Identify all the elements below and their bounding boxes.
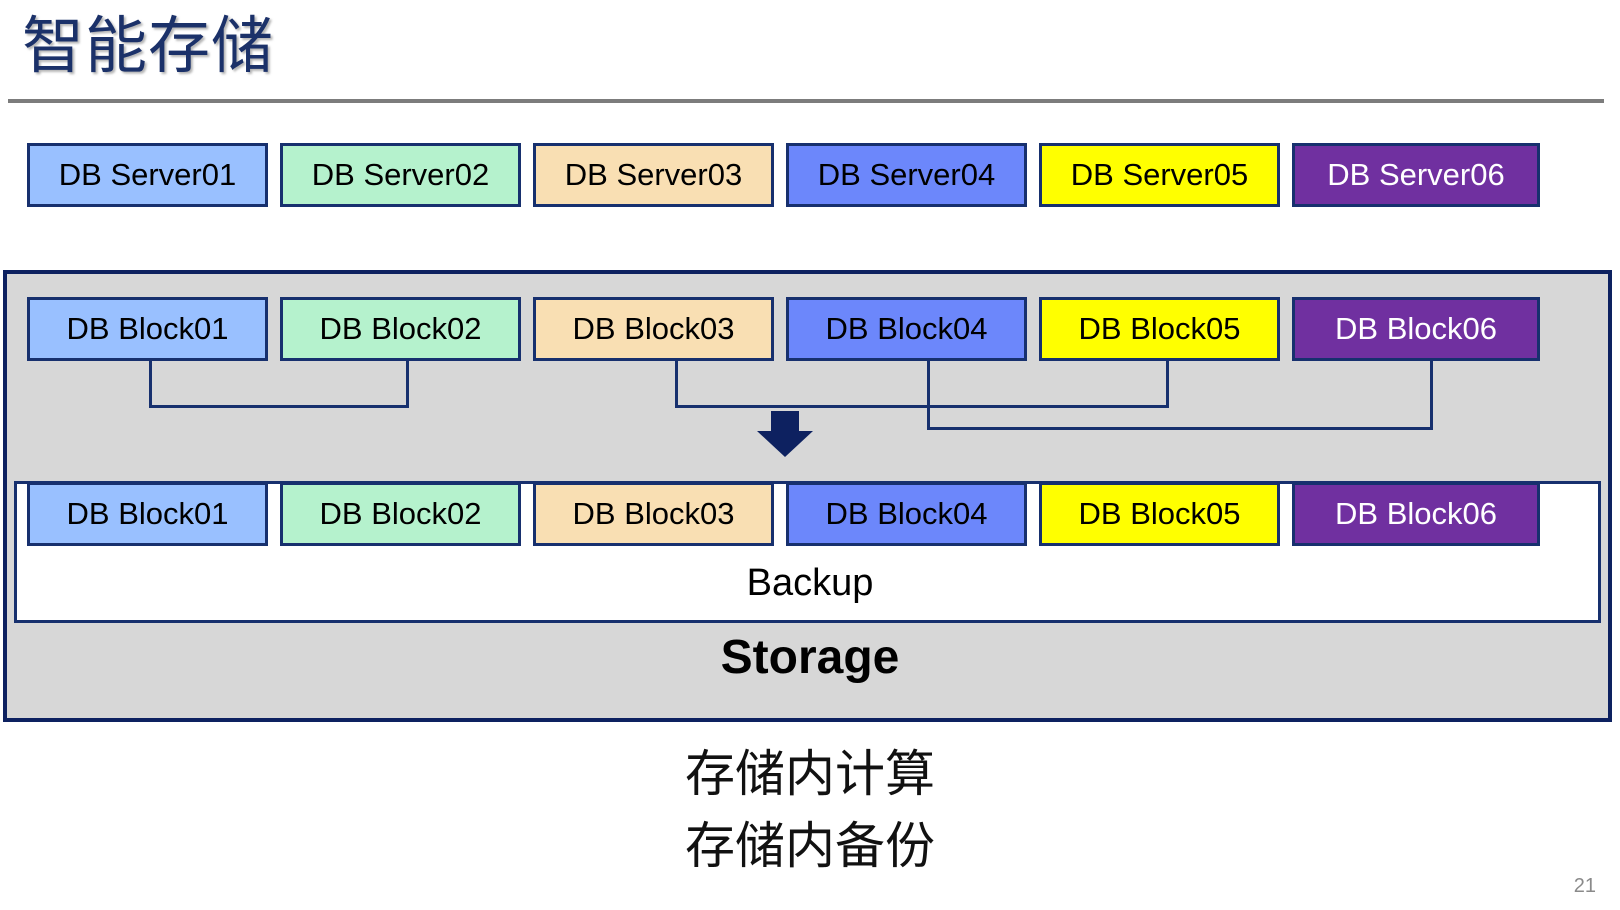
- arrow-shaft: [771, 411, 799, 433]
- db-server-box-1[interactable]: DB Server01: [27, 143, 268, 207]
- bracket-block01-block02-bottom: [149, 405, 409, 408]
- db-block-bottom-box-2[interactable]: DB Block02: [280, 482, 521, 546]
- bracket-block01-block02-right: [406, 361, 409, 405]
- bracket-block03-block05-left: [675, 361, 678, 405]
- db-block-bottom-box-5[interactable]: DB Block05: [1039, 482, 1280, 546]
- db-server-box-2[interactable]: DB Server02: [280, 143, 521, 207]
- caption-block: 存储内计算 存储内备份: [0, 738, 1620, 882]
- db-block-bottom-box-6[interactable]: DB Block06: [1292, 482, 1540, 546]
- bracket-block03-block05-bottom: [675, 405, 1169, 408]
- storage-label: Storage: [720, 631, 900, 684]
- db-block-top-box-4[interactable]: DB Block04: [786, 297, 1027, 361]
- db-server-box-4[interactable]: DB Server04: [786, 143, 1027, 207]
- bracket-block04-block06-left: [927, 361, 930, 427]
- title-divider: [8, 99, 1604, 103]
- db-block-top-box-1[interactable]: DB Block01: [27, 297, 268, 361]
- db-block-top-box-6[interactable]: DB Block06: [1292, 297, 1540, 361]
- db-block-bottom-box-3[interactable]: DB Block03: [533, 482, 774, 546]
- page-number: 21: [1573, 875, 1596, 897]
- caption-line-1: 存储内计算: [685, 746, 935, 802]
- db-block-bottom-box-1[interactable]: DB Block01: [27, 482, 268, 546]
- arrow-head: [757, 431, 813, 457]
- bracket-block01-block02-left: [149, 361, 152, 405]
- db-block-top-box-3[interactable]: DB Block03: [533, 297, 774, 361]
- bracket-block03-block05-right: [1166, 361, 1169, 405]
- page-title: 智能存储: [22, 12, 275, 81]
- bracket-block04-block06-right: [1430, 361, 1433, 427]
- caption-line-2: 存储内备份: [685, 818, 935, 874]
- db-server-box-6[interactable]: DB Server06: [1292, 143, 1540, 207]
- db-block-bottom-box-4[interactable]: DB Block04: [786, 482, 1027, 546]
- db-block-top-box-2[interactable]: DB Block02: [280, 297, 521, 361]
- db-block-top-box-5[interactable]: DB Block05: [1039, 297, 1280, 361]
- down-arrow-icon: [757, 411, 813, 457]
- db-server-box-5[interactable]: DB Server05: [1039, 143, 1280, 207]
- bracket-block04-block06-bottom: [927, 427, 1433, 430]
- backup-label: Backup: [746, 562, 874, 604]
- db-server-box-3[interactable]: DB Server03: [533, 143, 774, 207]
